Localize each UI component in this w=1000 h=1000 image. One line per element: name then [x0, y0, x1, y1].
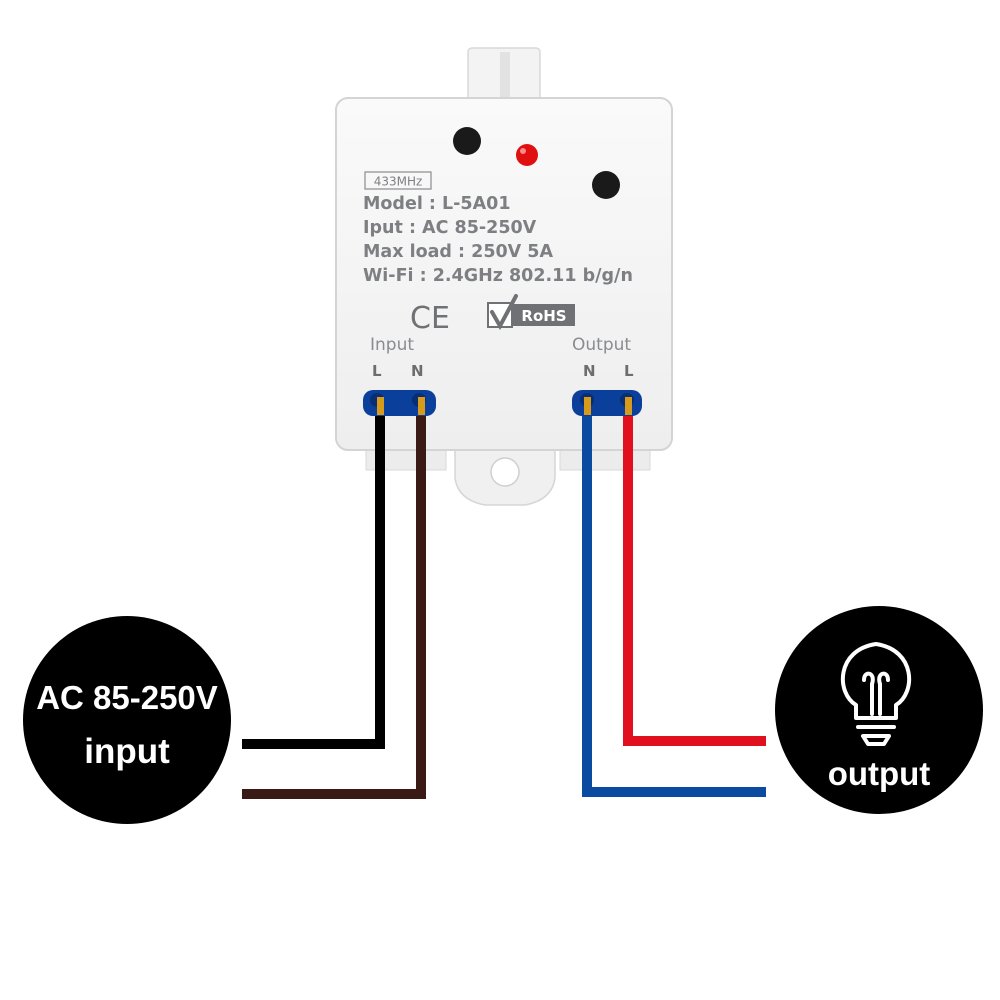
wire-output-live — [623, 400, 766, 746]
status-led — [516, 144, 538, 166]
wire-input-live — [242, 400, 385, 749]
output-terminal-l: L — [624, 362, 634, 380]
output-terminal-block — [572, 390, 642, 416]
input-terminal-l: L — [372, 362, 382, 380]
ac-input-circle — [23, 616, 231, 824]
frequency-badge: 433MHz — [374, 175, 423, 189]
frequency-badge-border — [364, 171, 432, 190]
device-case — [335, 97, 673, 451]
left-push-button[interactable] — [453, 127, 481, 155]
ac-input-voltage-text: AC 85-250V — [36, 679, 218, 716]
rohs-label: RoHS — [521, 307, 566, 325]
input-terminal-label: Input — [370, 335, 414, 355]
ac-input-word-text: input — [84, 732, 170, 771]
input-spec-label: Iput : AC 85-250V — [363, 218, 537, 238]
wire-output-neutral — [582, 400, 766, 797]
wire-input-neutral — [242, 400, 426, 799]
light-bulb-icon — [841, 642, 911, 746]
rohs-mark: RoHS — [487, 294, 575, 331]
right-push-button[interactable] — [592, 171, 620, 199]
output-circle-text: output — [828, 755, 931, 792]
input-terminal-n: N — [411, 362, 424, 380]
max-load-label: Max load : 250V 5A — [363, 242, 553, 262]
output-terminal-label: Output — [572, 335, 631, 355]
model-label: Model : L-5A01 — [363, 194, 511, 214]
input-terminal-block — [363, 390, 436, 416]
top-mounting-tab — [467, 47, 541, 109]
ce-mark: CE — [410, 301, 450, 336]
wifi-label: Wi-Fi : 2.4GHz 802.11 b/g/n — [363, 266, 633, 286]
output-terminal-n: N — [583, 362, 596, 380]
